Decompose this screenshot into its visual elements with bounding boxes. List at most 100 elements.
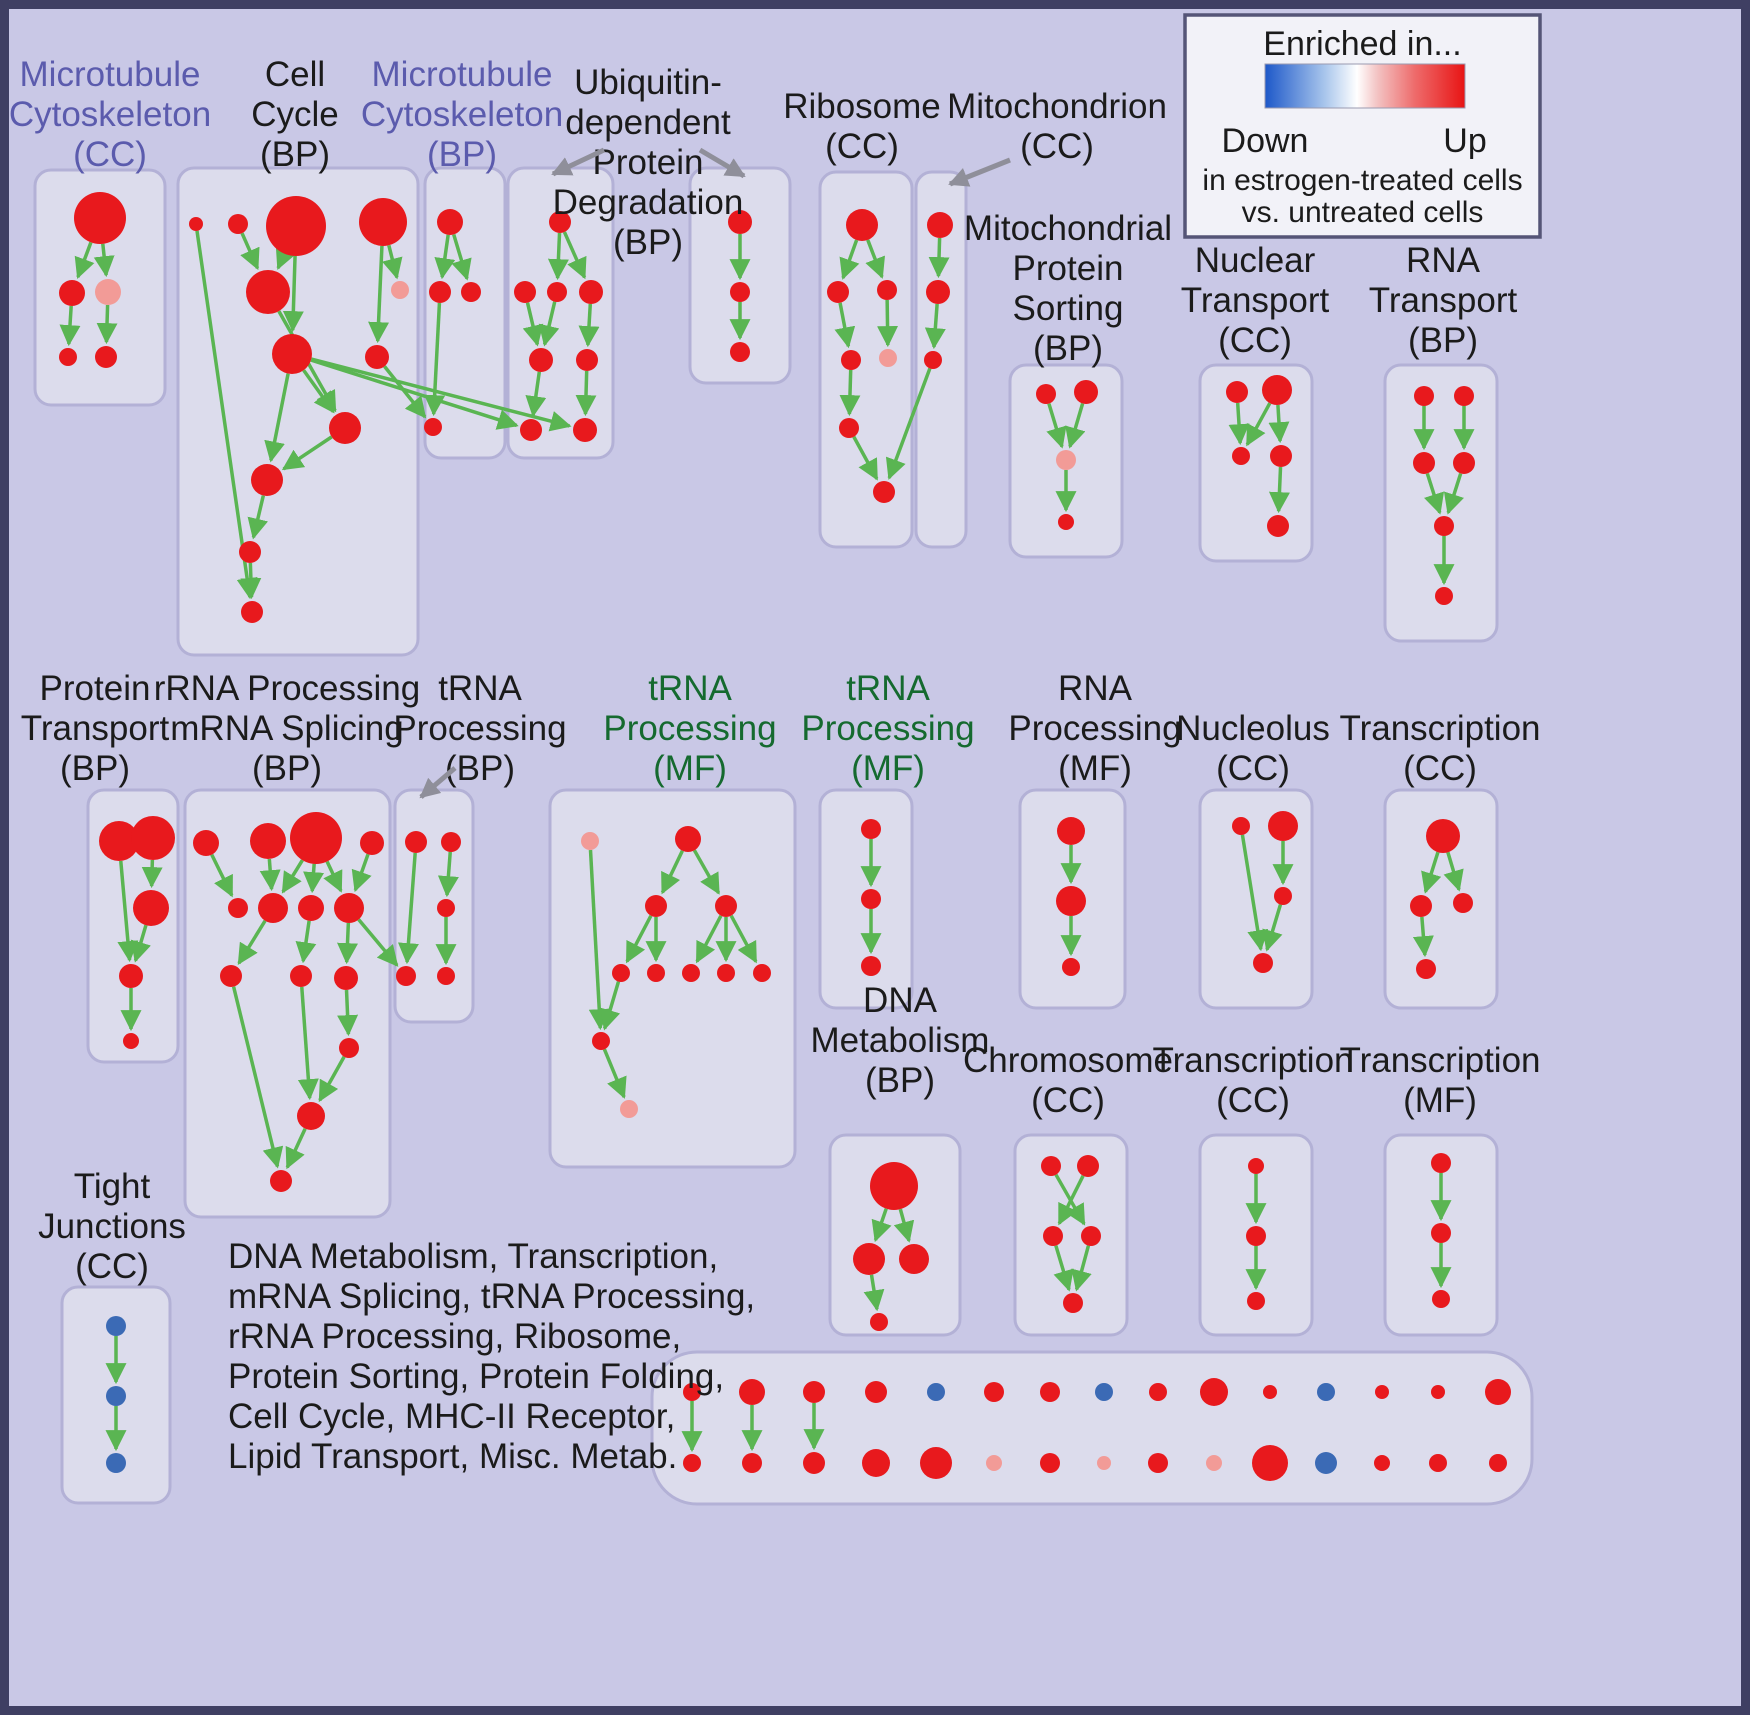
- rrna-mrna-processing-node-rr13: [297, 1102, 325, 1130]
- rrna-mrna-processing-node-rr5: [228, 898, 248, 918]
- trna-processing-mf-large-node-t5: [612, 964, 630, 982]
- edge-arrow: [522, 302, 544, 347]
- edge-arrow: [839, 369, 861, 417]
- edge-arrow: [1268, 466, 1290, 514]
- mitochondrial-protein-sorting-node-p1: [1036, 384, 1056, 404]
- ribosome-cc-node-r7: [873, 481, 895, 503]
- cell-cycle-node-cc2: [228, 214, 248, 234]
- strip-node-top-5: [927, 1383, 945, 1401]
- strip-node-top-1: [683, 1383, 701, 1401]
- trna-processing-mf-large-node-t3: [645, 895, 667, 917]
- label-pointer-arrow: [948, 157, 1011, 187]
- mitochondrion-cc-label: Mitochondrion(CC): [947, 87, 1167, 166]
- strip-node-top-6: [984, 1382, 1004, 1402]
- edge-arrow: [1421, 851, 1442, 894]
- edge-arrow: [588, 849, 610, 1031]
- rna-transport-bp-node-rt5: [1434, 516, 1454, 536]
- strip-node-top-14: [1431, 1385, 1445, 1399]
- strip-node-top-12: [1317, 1383, 1335, 1401]
- dna-metabolism-bp-node-d1: [870, 1162, 918, 1210]
- protein-transport-bp-node-pt4: [119, 964, 143, 988]
- edge-arrow: [368, 245, 390, 344]
- rna-processing-mf-node-rp2: [1056, 886, 1086, 916]
- edge-arrow: [96, 304, 118, 345]
- edge-arrow: [1443, 851, 1464, 892]
- rna-processing-mf-node-rp1: [1057, 817, 1085, 845]
- label-pointer-arrow: [419, 766, 457, 799]
- strip-node-bottom-12: [1315, 1452, 1337, 1474]
- microtubule-cytoskeleton-bp-node-m2: [429, 281, 451, 303]
- transcription-cc-upper-node-tc2: [1410, 895, 1432, 917]
- edge-arrow: [59, 305, 81, 347]
- nuclear-transport-cc-box: [1198, 363, 1314, 563]
- mitochondrial-protein-sorting-node-p3: [1056, 450, 1076, 470]
- cell-cycle-node-cc8: [365, 345, 389, 369]
- edge-arrow: [210, 853, 234, 898]
- edge-arrow: [928, 237, 950, 279]
- legend-title: Enriched in...: [1263, 25, 1461, 63]
- transcription-cc-lower-node-x2: [1246, 1226, 1266, 1246]
- chromosome-cc-node-ch3: [1043, 1226, 1063, 1246]
- trna-processing-mf-small-node-ts1: [861, 819, 881, 839]
- nuclear-transport-cc-node-nt4: [1270, 445, 1292, 467]
- microtubule-cytoskeleton-bp-node-m4: [424, 418, 442, 436]
- protein-transport-bp-node-pt1: [99, 821, 139, 861]
- rrna-mrna-processing-node-rr2: [250, 823, 286, 859]
- legend-down-label: Down: [1222, 122, 1309, 160]
- edge-arrow: [231, 986, 284, 1169]
- ribosome-cc-node-r3: [877, 280, 897, 300]
- edge-arrow: [865, 239, 885, 279]
- edge-arrow: [625, 914, 653, 964]
- rrna-mrna-processing-node-rr12: [339, 1038, 359, 1058]
- strip-node-bottom-13: [1374, 1455, 1390, 1471]
- strip-node-top-9: [1149, 1383, 1167, 1401]
- edge-arrow: [839, 239, 860, 280]
- transcription-mf-node-y1: [1431, 1153, 1451, 1173]
- edge-arrow: [1065, 403, 1086, 449]
- trna-processing-mf-large-node-t7: [682, 964, 700, 982]
- trna-processing-bp-node-tb2: [441, 832, 461, 852]
- mitochondrion-cc-node-mi2: [926, 280, 950, 304]
- tight-junctions-cc-node-tj1: [106, 1316, 126, 1336]
- transcription-mf-node-y3: [1432, 1290, 1450, 1308]
- cell-cycle-node-cc5: [246, 270, 290, 314]
- edge-arrow: [357, 918, 399, 967]
- trna-processing-mf-large-node-t2: [675, 826, 701, 852]
- edge-arrow: [323, 860, 343, 893]
- microtubule-cytoskeleton-bp-box: [423, 166, 507, 460]
- edge-arrow: [1046, 403, 1067, 449]
- ribosome-cc-node-r6: [839, 418, 859, 438]
- edge-arrow: [275, 246, 296, 270]
- edge-arrow: [282, 255, 304, 333]
- cell-cycle-node-cc7: [272, 334, 312, 374]
- strip-node-top-13: [1375, 1385, 1389, 1399]
- edge-arrow: [547, 232, 569, 281]
- mitochondrion-cc-node-mi3: [924, 351, 942, 369]
- strip-node-bottom-15: [1489, 1454, 1507, 1472]
- transcription-cc-lower-node-x1: [1248, 1158, 1264, 1174]
- microtubule-cytoskeleton-bp-node-m3: [461, 282, 481, 302]
- trna-processing-bp-box: [393, 788, 475, 1024]
- edge-arrow: [397, 852, 419, 965]
- rrna-mrna-processing-node-rr9: [220, 965, 242, 987]
- edge-arrow: [1443, 472, 1464, 515]
- edge-arrow: [1262, 904, 1283, 952]
- mitochondrion-cc-node-mi1: [927, 212, 953, 238]
- transcription-cc-upper-node-tc1: [1426, 819, 1460, 853]
- legend-box: [1183, 13, 1542, 239]
- transcription-cc-lower-label: Transcription(CC): [1153, 1041, 1354, 1120]
- trna-processing-mf-large-node-t10: [592, 1032, 610, 1050]
- strip-node-top-2: [739, 1379, 765, 1405]
- strip-node-top-3: [803, 1381, 825, 1403]
- edge-arrow: [303, 863, 325, 894]
- ubiquitin-degradation-node-u2: [514, 281, 536, 303]
- nuclear-transport-cc-node-nt3: [1232, 447, 1250, 465]
- rrna-mrna-processing-node-rr7: [298, 895, 324, 921]
